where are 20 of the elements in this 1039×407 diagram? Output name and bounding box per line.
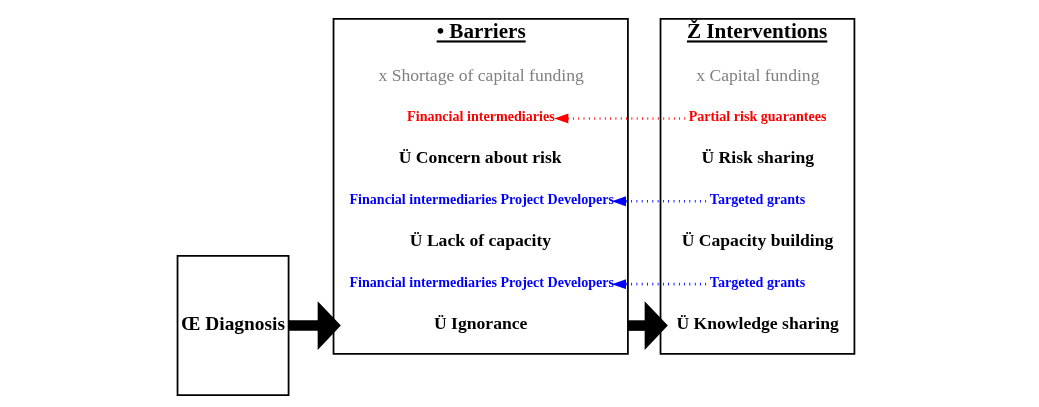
node-text: Targeted grants — [709, 190, 806, 207]
node-box: Œ Diagnosis — [176, 255, 290, 397]
arrow — [288, 301, 341, 350]
node-text: Ü Knowledge sharing — [676, 313, 839, 334]
node-text: Ü Concern about risk — [398, 147, 562, 168]
arrow — [627, 301, 668, 350]
node-text: Ü Capacity building — [681, 230, 834, 251]
node-text: Financial intermediaries Project Developers — [349, 273, 615, 290]
node-text: x Shortage of capital funding — [378, 65, 584, 86]
node-text: Ü Lack of capacity — [409, 230, 552, 251]
node-text: Targeted grants — [709, 273, 806, 290]
arrow — [611, 196, 707, 207]
node-text: Partial risk guarantees — [688, 107, 827, 124]
node-text: Ü Risk sharing — [701, 147, 815, 168]
node-text: x Capital funding — [696, 65, 820, 86]
node-text: Ü Ignorance — [434, 313, 528, 334]
arrow — [611, 279, 707, 290]
node-text: Financial intermediaries — [407, 107, 555, 124]
node-text: Financial intermediaries Project Developers — [349, 190, 615, 207]
arrow — [554, 113, 686, 124]
